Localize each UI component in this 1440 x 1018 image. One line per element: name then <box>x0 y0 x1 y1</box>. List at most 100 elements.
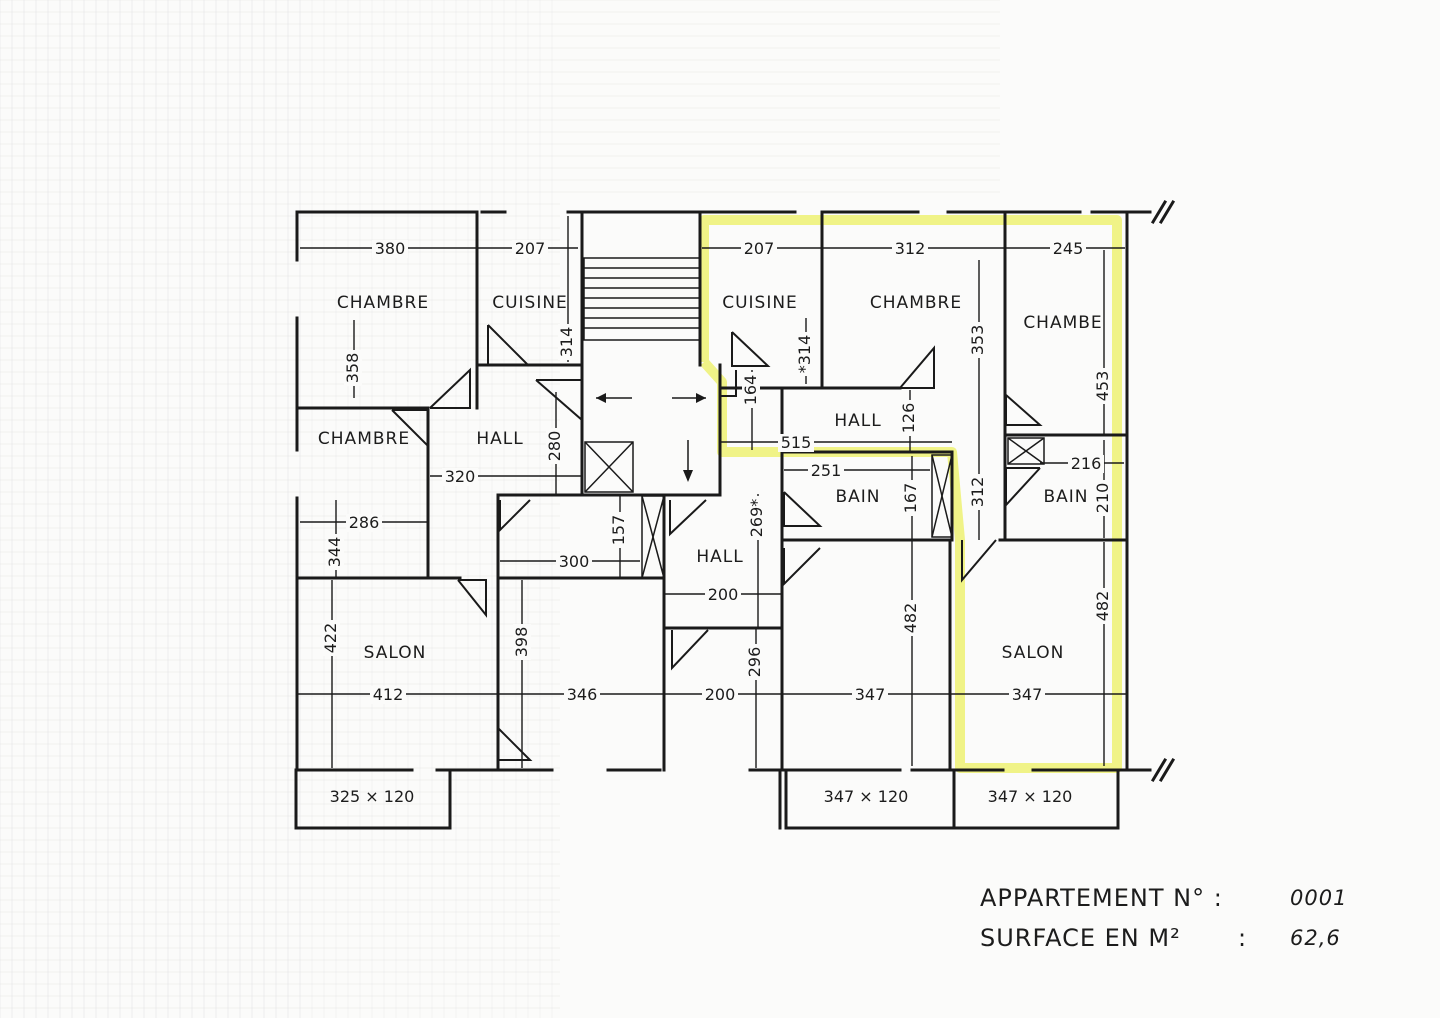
dim-320: 320 <box>442 467 478 486</box>
dim-312-top: 312 <box>892 239 928 258</box>
dim-314-left: 314 <box>557 324 576 360</box>
svg-text:216: 216 <box>1071 454 1102 473</box>
svg-text:157: 157 <box>609 515 628 546</box>
room-label-hall-1: HALL <box>476 429 523 449</box>
dim-216: 216 <box>1068 454 1104 473</box>
room-label-bain-2: BAIN <box>1043 487 1088 507</box>
svg-text:*314: *314 <box>795 335 814 374</box>
dim-157: 157 <box>609 512 628 548</box>
svg-text:300: 300 <box>559 552 590 571</box>
dim-245: 245 <box>1050 239 1086 258</box>
svg-text:207: 207 <box>515 239 546 258</box>
room-label-chambre-3: CHAMBRE <box>870 293 962 313</box>
dim-286: 286 <box>346 513 382 532</box>
svg-text:296: 296 <box>745 647 764 678</box>
room-label-bain-1: BAIN <box>835 487 880 507</box>
room-label-chambre-2: CHAMBRE <box>318 429 410 449</box>
balcony-label-2: 347 × 120 <box>824 787 909 806</box>
surface-value: 62,6 <box>1290 926 1341 950</box>
dim-210: 210 <box>1093 480 1112 516</box>
dim-380: 380 <box>372 239 408 258</box>
dim-300: 300 <box>556 552 592 571</box>
dim-167: 167 <box>901 480 920 516</box>
svg-text:422: 422 <box>321 623 340 654</box>
room-label-salon-2: SALON <box>1002 643 1065 663</box>
dim-314-right: *314 <box>795 332 814 376</box>
room-labels: CHAMBRE CUISINE CHAMBRE HALL SALON HALL … <box>318 293 1102 663</box>
outer-walls <box>295 199 1176 783</box>
svg-text:280: 280 <box>545 431 564 462</box>
svg-text:167: 167 <box>901 483 920 514</box>
dim-412: 412 <box>370 685 406 704</box>
room-label-cuisine-2: CUISINE <box>722 293 798 313</box>
balcony-outlines <box>294 768 1120 830</box>
surface-colon: : <box>1238 924 1248 952</box>
svg-text:200: 200 <box>708 585 739 604</box>
svg-text:380: 380 <box>375 239 406 258</box>
svg-text:344: 344 <box>325 537 344 568</box>
surface-row: SURFACE EN M² : 62,6 <box>980 920 1360 960</box>
room-label-chambre-1: CHAMBRE <box>337 293 429 313</box>
svg-text:286: 286 <box>349 513 380 532</box>
svg-text:269*: 269* <box>747 499 766 538</box>
svg-text:346: 346 <box>567 685 598 704</box>
apartment-number-row: APPARTEMENT N° : 0001 <box>980 880 1360 920</box>
balcony-label-3: 347 × 120 <box>988 787 1073 806</box>
apartment-info-block: APPARTEMENT N° : 0001 SURFACE EN M² : 62… <box>980 880 1360 960</box>
svg-text:347: 347 <box>1012 685 1043 704</box>
dimension-labels: 380 207 358 314 280 320 286 344 157 300 … <box>321 239 1112 704</box>
room-label-chambre-4: CHAMBE <box>1023 313 1102 333</box>
dim-398: 398 <box>512 624 531 660</box>
balcony-labels: 325 × 120 347 × 120 347 × 120 <box>330 787 1073 806</box>
room-label-hall-2: HALL <box>696 547 743 567</box>
svg-text:312: 312 <box>968 477 987 508</box>
dim-515: 515 <box>778 433 814 452</box>
apartment-number-value: 0001 <box>1290 886 1348 910</box>
dim-312-mid: 312 <box>968 474 987 510</box>
svg-text:164: 164 <box>741 375 760 406</box>
svg-text:126: 126 <box>899 403 918 434</box>
dim-482-left: 482 <box>901 600 920 636</box>
svg-text:251: 251 <box>811 461 842 480</box>
room-label-cuisine-1: CUISINE <box>492 293 568 313</box>
dim-280: 280 <box>545 428 564 464</box>
svg-text:515: 515 <box>781 433 812 452</box>
svg-text:353: 353 <box>968 325 987 356</box>
dim-269: 269* <box>747 496 766 540</box>
svg-text:453: 453 <box>1093 371 1112 402</box>
dim-200-bottom: 200 <box>702 685 738 704</box>
balcony-label-1: 325 × 120 <box>330 787 415 806</box>
door-swings <box>391 324 1043 761</box>
dim-296: 296 <box>745 644 764 680</box>
dim-126: 126 <box>899 400 918 436</box>
svg-text:207: 207 <box>744 239 775 258</box>
apartment-highlight <box>699 215 1122 773</box>
dim-453: 453 <box>1093 368 1112 404</box>
surface-label: SURFACE EN M² <box>980 924 1181 952</box>
dim-422: 422 <box>321 620 340 656</box>
dim-358: 358 <box>343 350 362 386</box>
dim-207-right: 207 <box>741 239 777 258</box>
dim-353: 353 <box>968 322 987 358</box>
dim-347-left: 347 <box>852 685 888 704</box>
ventilation-ducts <box>584 437 1045 579</box>
svg-text:358: 358 <box>343 353 362 384</box>
svg-text:482: 482 <box>901 603 920 634</box>
room-label-hall-3: HALL <box>834 411 881 431</box>
dim-200-hall: 200 <box>705 585 741 604</box>
dim-164: 164 <box>741 372 760 408</box>
svg-text:482: 482 <box>1093 591 1112 622</box>
dim-207-left: 207 <box>512 239 548 258</box>
svg-text:210: 210 <box>1093 483 1112 514</box>
dim-344: 344 <box>325 534 344 570</box>
room-label-salon-1: SALON <box>364 643 427 663</box>
dim-347-right: 347 <box>1009 685 1045 704</box>
svg-text:398: 398 <box>512 627 531 658</box>
svg-text:347: 347 <box>855 685 886 704</box>
svg-text:412: 412 <box>373 685 404 704</box>
svg-text:320: 320 <box>445 467 476 486</box>
dim-482-right: 482 <box>1093 588 1112 624</box>
